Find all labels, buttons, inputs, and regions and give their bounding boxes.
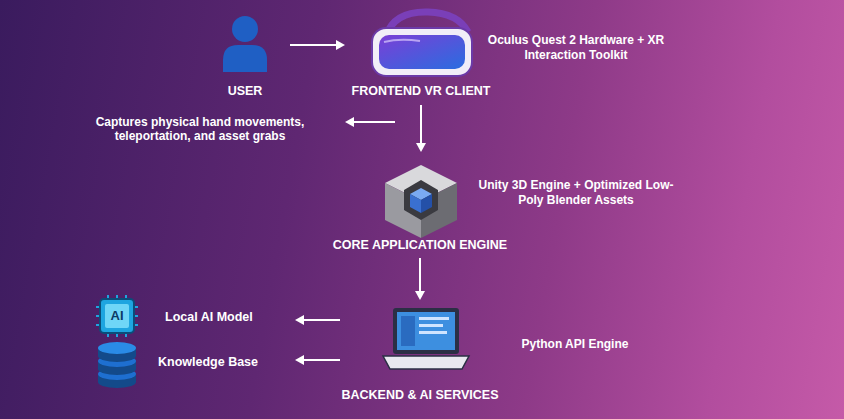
arrow-line [419,258,421,294]
arrow-head [416,143,426,152]
service-node: Knowledge Base [90,340,270,384]
arrow-line [290,44,339,46]
node-label: Local AI Model [165,310,253,324]
flow-arrow [416,105,426,152]
client-node: FRONTEND VR CLIENT [340,8,502,100]
engine-node: CORE APPLICATION ENGINE [320,158,520,254]
arrow-head [295,355,304,365]
database-icon [98,342,136,388]
flow-arrow [295,315,340,325]
arrow-line [301,319,340,321]
laptop-icon [383,308,469,369]
node-label: Knowledge Base [158,355,258,369]
flow-arrow [345,117,395,127]
flow-arrow [290,40,345,50]
annotation-text: Oculus Quest 2 Hardware + XR Interaction… [470,33,682,63]
unity-cube-icon [385,165,457,238]
actor-node: USER [205,12,285,100]
flow-arrow [295,355,340,365]
annotation-text: Python API Engine [505,337,645,352]
vr-headset-icon [372,12,472,76]
node-label: Captures physical hand movements, telepo… [80,115,320,143]
arrow-line [301,359,340,361]
arrow-head [336,40,345,50]
node-label: USER [228,84,263,98]
chip-label: AI [100,299,134,333]
arrow-head [345,117,354,127]
arrow-head [295,315,304,325]
arrow-head [415,291,425,300]
arrow-line [351,121,395,123]
ai-chip-icon [96,295,138,337]
node-label: CORE APPLICATION ENGINE [333,238,507,252]
arrow-line [420,105,422,146]
node-label: BACKEND & AI SERVICES [342,388,499,402]
flow-arrow [415,258,425,300]
user-icon [223,16,267,72]
backend-node: BACKEND & AI SERVICES [325,300,515,404]
note-node: Captures physical hand movements, telepo… [80,113,320,145]
annotation-text: Unity 3D Engine + Optimized Low-Poly Ble… [478,178,674,208]
node-label: FRONTEND VR CLIENT [352,84,491,98]
